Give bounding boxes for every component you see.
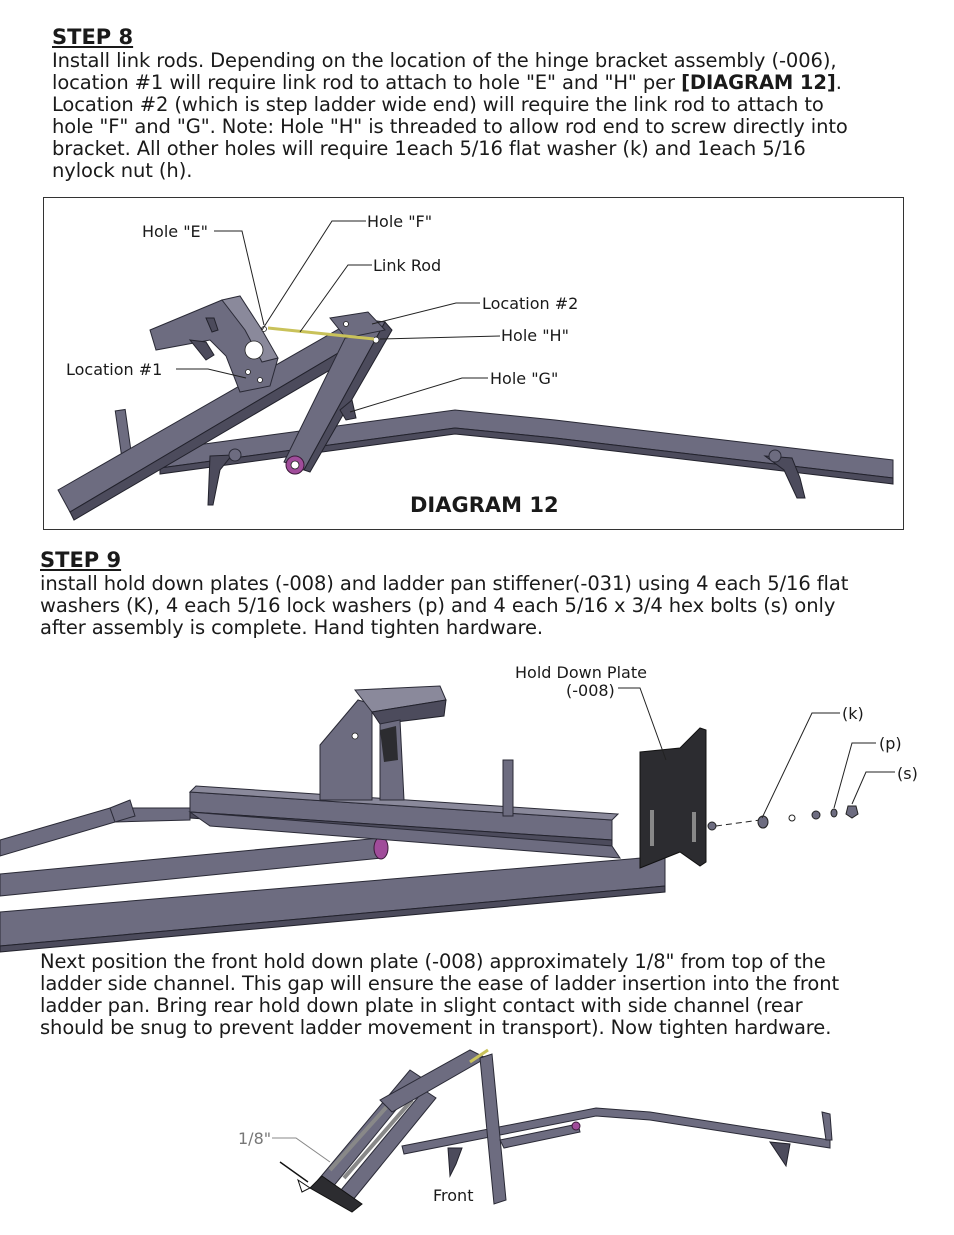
step-8-line: bracket. All other holes will require 1e… [52,137,806,160]
label-part-number: (-008) [566,681,615,700]
diagram-12-frame [43,197,904,530]
label-location-1: Location #1 [66,360,163,379]
final-instructions-text: Next position the front hold down plate … [40,951,940,1039]
diagram-reference: [DIAGRAM 12] [681,71,836,94]
label-location-2: Location #2 [482,294,579,313]
step-8-text: Install link rods. Depending on the loca… [52,50,932,182]
step-9-line: after assembly is complete. Hand tighten… [40,616,543,639]
label-gap: 1/8" [238,1129,272,1148]
instruction-line: ladder side channel. This gap will ensur… [40,972,840,995]
diagram-12-drawing [57,220,894,521]
step-8-line: Location #2 (which is step ladder wide e… [52,93,824,116]
label-link-rod: Link Rod [373,256,442,275]
diagram-12-title: DIAGRAM 12 [410,493,559,517]
step-9-title: STEP 9 [40,548,122,572]
step-9-line: washers (K), 4 each 5/16 lock washers (p… [40,594,836,617]
label-k: (k) [842,704,864,723]
step-8-title: STEP 8 [52,25,134,49]
step-8-line: location #1 will require link rod to att… [52,71,842,94]
label-p: (p) [879,734,902,753]
step-8-line: Install link rods. Depending on the loca… [52,49,837,72]
instruction-line: should be snug to prevent ladder movemen… [40,1016,832,1039]
label-hole-f: Hole "F" [367,212,433,231]
step-8-line: hole "F" and "G". Note: Hole "H" is thre… [52,115,848,138]
label-front: Front [433,1186,474,1205]
step-9-line: install hold down plates (-008) and ladd… [40,572,849,595]
label-s: (s) [897,764,918,783]
step-8-line: nylock nut (h). [52,159,193,182]
label-hold-down-plate: Hold Down Plate [515,663,647,682]
label-hole-e: Hole "E" [142,222,209,241]
label-hole-g: Hole "G" [490,369,559,388]
step-9-text: install hold down plates (-008) and ladd… [40,573,940,639]
instruction-line: ladder pan. Bring rear hold down plate i… [40,994,803,1017]
label-hole-h: Hole "H" [501,326,569,345]
instruction-line: Next position the front hold down plate … [40,950,826,973]
front-plate-drawing [272,1048,833,1213]
step-9-drawing [0,685,895,953]
